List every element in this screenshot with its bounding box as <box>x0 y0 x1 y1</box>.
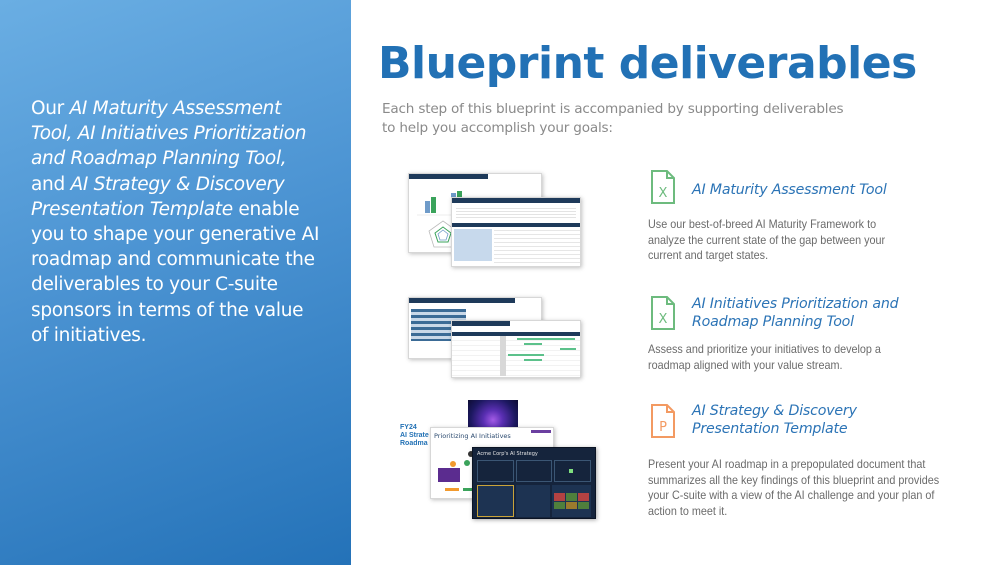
svg-text:X: X <box>659 312 668 327</box>
gantt-sheet-preview <box>451 320 581 378</box>
intro-text-segment: enable you to shape your generative AI r… <box>31 198 320 346</box>
deliverable-title[interactable]: AI Strategy & Discovery Presentation Tem… <box>692 403 857 437</box>
cover-title-line: Roadma <box>400 440 428 447</box>
intro-text-segment: and <box>31 173 71 195</box>
page-subtitle: Each step of this blueprint is accompani… <box>382 101 844 136</box>
prioritization-tool-thumbnail <box>405 295 585 380</box>
table-sheet-preview <box>451 197 581 267</box>
deliverable-presentation-template: P AI Strategy & Discovery Presentation T… <box>648 403 960 519</box>
cover-title-line: AI Strate <box>400 432 429 439</box>
cover-year: FY24 <box>400 424 417 431</box>
deliverable-maturity-tool: X AI Maturity Assessment Tool Use our be… <box>648 170 960 265</box>
excel-file-icon: X <box>651 170 675 204</box>
intro-text-segment: Our <box>31 98 70 119</box>
svg-text:X: X <box>659 186 668 201</box>
strategy-slide-preview: Acme Corp's AI Strategy <box>472 447 596 519</box>
deliverable-title[interactable]: AI Initiatives Prioritization and Roadma… <box>692 296 899 330</box>
gantt-chart-preview <box>452 336 580 376</box>
deliverable-title[interactable]: AI Maturity Assessment Tool <box>692 182 887 198</box>
left-panel: Our AI Maturity Assessment Tool, AI Init… <box>0 0 351 565</box>
prioritizing-slide-title: Prioritizing AI Initiatives <box>434 432 511 440</box>
svg-text:P: P <box>659 420 667 435</box>
deliverable-prioritization-tool: X AI Initiatives Prioritization and Road… <box>648 296 960 376</box>
cover-slide-preview: FY24 AI Strate Roadma <box>400 404 460 464</box>
deliverable-description: Present your AI roadmap in a prepopulate… <box>648 457 940 518</box>
maturity-tool-thumbnail <box>405 170 585 270</box>
page-title: Blueprint deliverables <box>378 38 917 89</box>
intro-text-tools-italic: AI Maturity Assessment Tool, AI Initiati… <box>31 98 307 170</box>
intro-text-template-italic: AI Strategy & Discovery Presentation Tem… <box>31 173 285 220</box>
deliverable-description: Use our best-of-breed AI Maturity Framew… <box>648 217 886 262</box>
strategy-slide-title: Acme Corp's AI Strategy <box>477 451 538 457</box>
deliverable-description: Assess and prioritize your initiatives t… <box>648 342 881 372</box>
excel-file-icon: X <box>651 296 675 330</box>
intro-text: Our AI Maturity Assessment Tool, AI Init… <box>31 96 321 348</box>
presentation-template-thumbnail: FY24 AI Strate Roadma Prioritizing AI In… <box>400 400 600 519</box>
powerpoint-file-icon: P <box>651 404 675 438</box>
